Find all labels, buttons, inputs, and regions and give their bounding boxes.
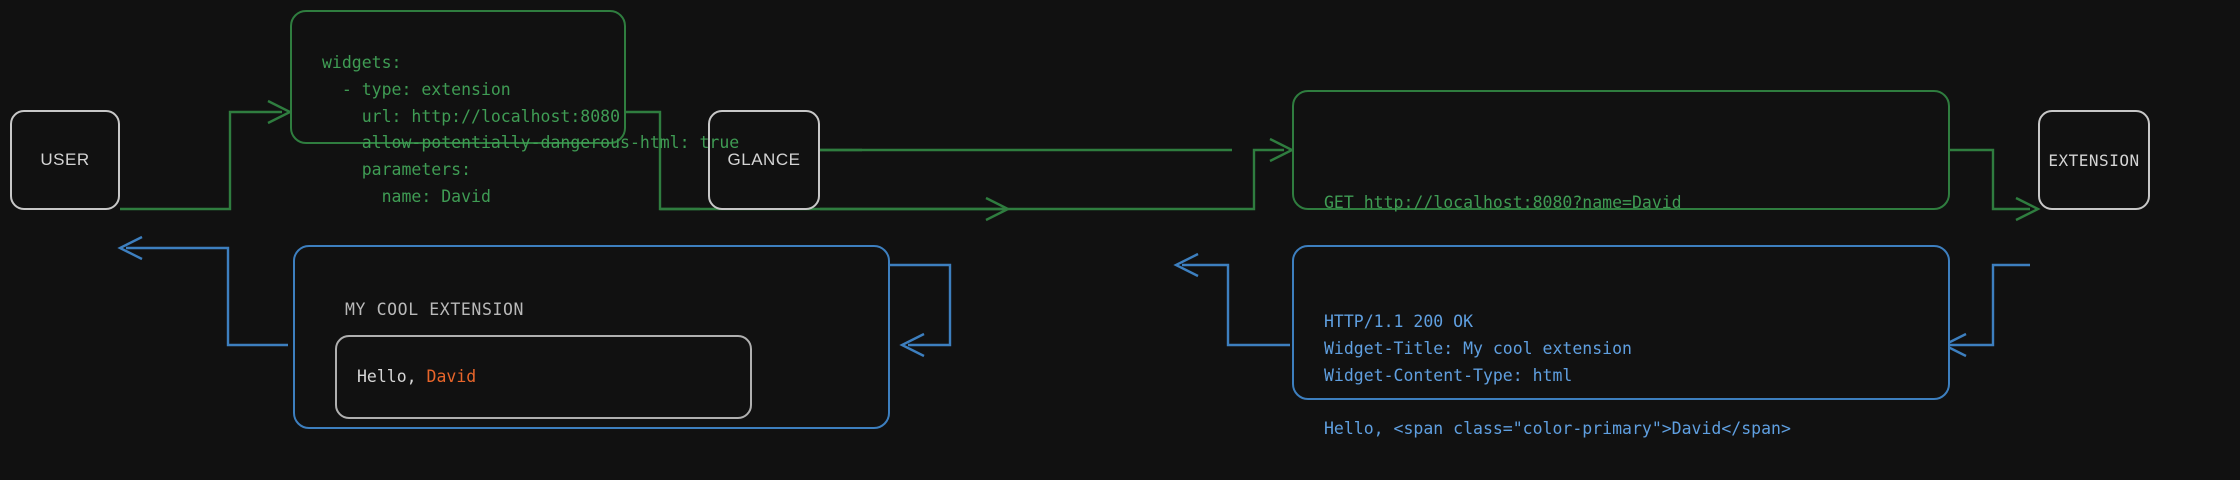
config-yaml-text: widgets: - type: extension url: http://l… bbox=[322, 53, 739, 206]
node-user[interactable]: USER bbox=[10, 110, 120, 210]
arrowhead-green-into-yaml bbox=[267, 99, 293, 125]
rendered-widget-body: Hello, David bbox=[335, 335, 752, 419]
node-glance[interactable]: GLANCE bbox=[708, 110, 820, 210]
flow-extension-to-glance-response bbox=[1950, 263, 2030, 347]
node-extension-label: EXTENSION bbox=[2048, 150, 2140, 170]
message-config-yaml: widgets: - type: extension url: http://l… bbox=[290, 10, 739, 206]
http-request-text: GET http://localhost:8080?name=David bbox=[1324, 193, 1682, 213]
arrowhead-green-into-get bbox=[1269, 137, 1295, 163]
http-response-text: HTTP/1.1 200 OK Widget-Title: My cool ex… bbox=[1324, 312, 1791, 439]
node-extension[interactable]: EXTENSION bbox=[2038, 110, 2150, 210]
arrowhead-green-into-glance bbox=[985, 196, 1011, 222]
rendered-widget-name: David bbox=[426, 366, 477, 386]
arrowhead-blue-into-widget bbox=[899, 332, 925, 358]
arrowhead-blue-into-glance bbox=[1173, 252, 1199, 278]
flow-glance-right-to-get bbox=[820, 148, 1284, 211]
node-glance-label: GLANCE bbox=[727, 150, 801, 169]
rendered-widget-title: MY COOL EXTENSION bbox=[345, 300, 525, 319]
flow-response-to-glance bbox=[1182, 263, 1290, 347]
message-rendered-widget: MY COOL EXTENSION Hello, David bbox=[293, 245, 890, 429]
message-http-response: HTTP/1.1 200 OK Widget-Title: My cool ex… bbox=[1292, 245, 1950, 438]
arrowhead-blue-into-user bbox=[117, 235, 143, 261]
node-user-label: USER bbox=[40, 150, 90, 169]
message-http-request: GET http://localhost:8080?name=David bbox=[1292, 90, 1950, 212]
flow-widget-to-user bbox=[126, 246, 288, 347]
rendered-widget-greeting: Hello, bbox=[357, 366, 427, 386]
flow-get-to-extension bbox=[1949, 148, 2030, 211]
arrowhead-green-into-extension bbox=[2015, 196, 2041, 222]
